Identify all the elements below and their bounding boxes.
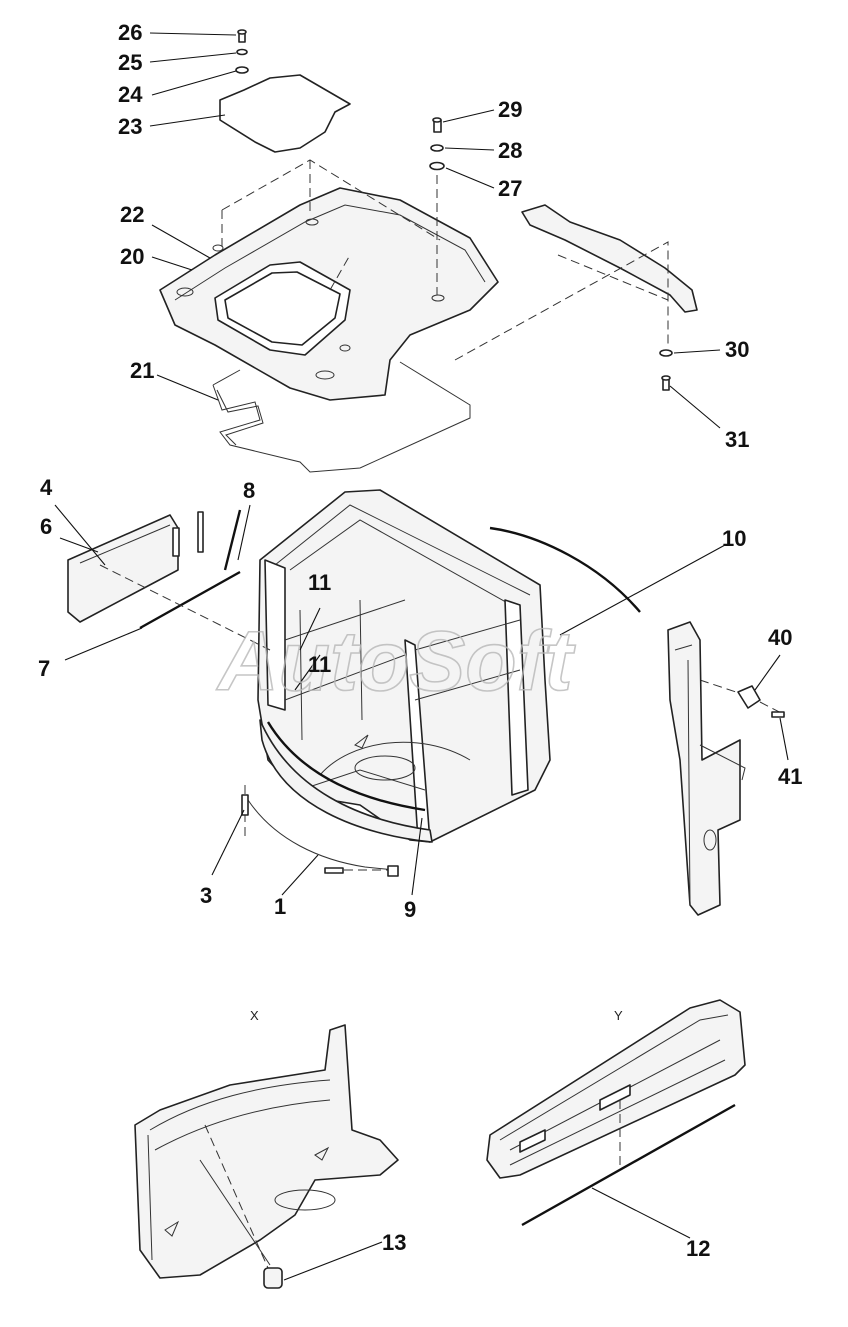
callout-28: 28 bbox=[498, 138, 522, 163]
fastener-stack-right bbox=[429, 117, 445, 171]
callout-25: 25 bbox=[118, 50, 142, 75]
callout-21: 21 bbox=[130, 358, 154, 383]
callout-4: 4 bbox=[40, 475, 53, 500]
assembly-lines-middle bbox=[99, 564, 786, 871]
callout-7: 7 bbox=[38, 656, 50, 681]
bracket-40 bbox=[737, 685, 785, 718]
callout-31: 31 bbox=[725, 427, 749, 452]
watermark: AutoSoft bbox=[216, 614, 576, 708]
cab-frame bbox=[257, 489, 551, 843]
callout-11-lower: 11 bbox=[308, 652, 331, 677]
callout-10: 10 bbox=[722, 526, 746, 551]
callout-20: 20 bbox=[120, 244, 144, 269]
detail-view-x bbox=[134, 1024, 399, 1289]
callout-6: 6 bbox=[40, 514, 52, 539]
callout-1: 1 bbox=[274, 894, 286, 919]
callout-26: 26 bbox=[118, 20, 142, 45]
callout-22: 22 bbox=[120, 202, 144, 227]
bolt-3 bbox=[241, 794, 249, 816]
leader-lines bbox=[54, 32, 789, 1281]
roof-seal-frame bbox=[212, 361, 471, 473]
callout-12: 12 bbox=[686, 1236, 710, 1261]
weather-strip-10 bbox=[489, 526, 641, 613]
callout-41: 41 bbox=[778, 764, 802, 789]
fastener-stack-left bbox=[235, 29, 249, 74]
b-pillar bbox=[667, 621, 746, 916]
callout-29: 29 bbox=[498, 97, 522, 122]
callout-8: 8 bbox=[243, 478, 255, 503]
bottom-seal-1 bbox=[247, 799, 396, 871]
callout-23: 23 bbox=[118, 114, 142, 139]
callout-40: 40 bbox=[768, 625, 792, 650]
clip-near-1 bbox=[387, 865, 399, 877]
callout-27: 27 bbox=[498, 176, 522, 201]
fastener-pair-30-31 bbox=[659, 349, 673, 391]
grab-bar bbox=[521, 204, 698, 313]
sealing-strip-7 bbox=[139, 570, 241, 630]
cover-plate bbox=[219, 74, 351, 153]
callout-13: 13 bbox=[382, 1230, 406, 1255]
detail-view-y bbox=[486, 999, 746, 1227]
front-lower-panel bbox=[259, 719, 433, 843]
assembly-lines-top bbox=[221, 159, 669, 361]
side-duct-bracket bbox=[67, 511, 204, 623]
callout-9: 9 bbox=[404, 897, 416, 922]
callout-11-upper: 11 bbox=[308, 570, 331, 595]
roof-panel bbox=[159, 187, 499, 401]
view-label-y: Y bbox=[614, 1008, 623, 1023]
callout-3: 3 bbox=[200, 883, 212, 908]
seal-9 bbox=[266, 721, 426, 812]
sealing-strip-8 bbox=[223, 509, 242, 571]
bolt-1 bbox=[324, 867, 344, 874]
callout-24: 24 bbox=[118, 82, 143, 107]
view-label-x: X bbox=[250, 1008, 259, 1023]
callout-labels: 26 25 24 23 29 28 27 22 20 21 30 31 4 8 … bbox=[38, 20, 802, 1261]
callout-30: 30 bbox=[725, 337, 749, 362]
